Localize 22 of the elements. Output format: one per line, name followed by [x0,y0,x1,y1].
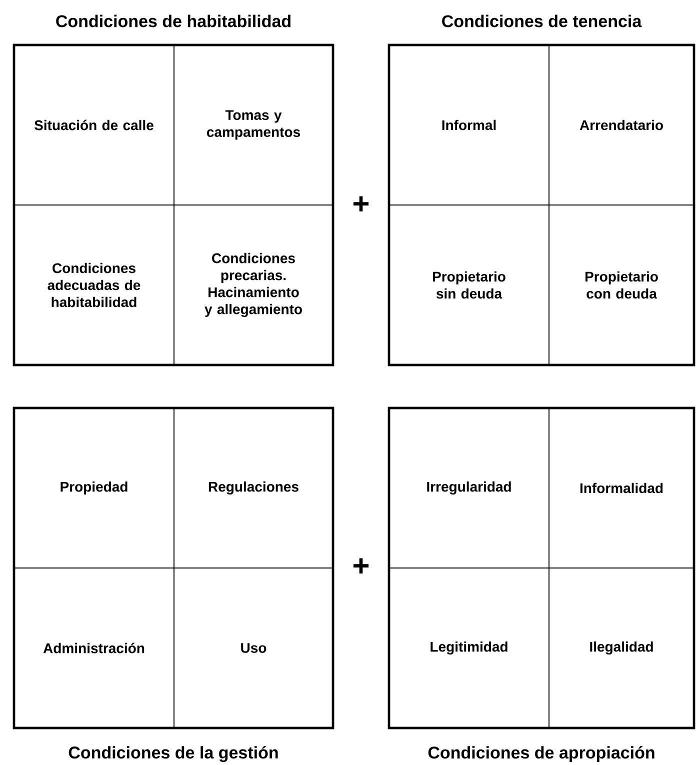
matrix-cell: Propietario sin deuda [388,204,550,366]
matrix-cell: Informalidad [548,408,694,568]
matrix-cell: Administración [14,568,174,728]
node-label: Irregularidad [427,481,511,495]
node-label: Informal [442,120,496,130]
matrix-cell: Legitimidad [388,568,550,728]
matrix-cell: Ilegalidad [548,568,694,728]
node-label: Condiciones de habitabilidad [56,14,290,28]
matrix-cell: Condiciones precarias. Hacinamiento y allegamiento [174,204,334,366]
node-label: Condiciones de tenencia [442,14,642,28]
node-label: Situación de calle [34,120,154,130]
matrix-cell: Regulaciones [174,408,334,568]
plus-sign: + [354,558,369,574]
node-label: Propiedad [60,481,128,495]
plus-sign: + [354,196,369,212]
matrix-cell: Condiciones adecuadas de habitabilidad [14,204,174,366]
matrix-cell: Propietario con deuda [548,204,694,366]
matrix-cell: Arrendatario [548,44,694,206]
matrix-cell: Tomas y campamentos [174,44,334,206]
node-label: Condiciones de la gestión [68,746,278,762]
node-label: Condiciones de apropiación [428,746,654,762]
matrix-cell: Uso [174,568,334,728]
